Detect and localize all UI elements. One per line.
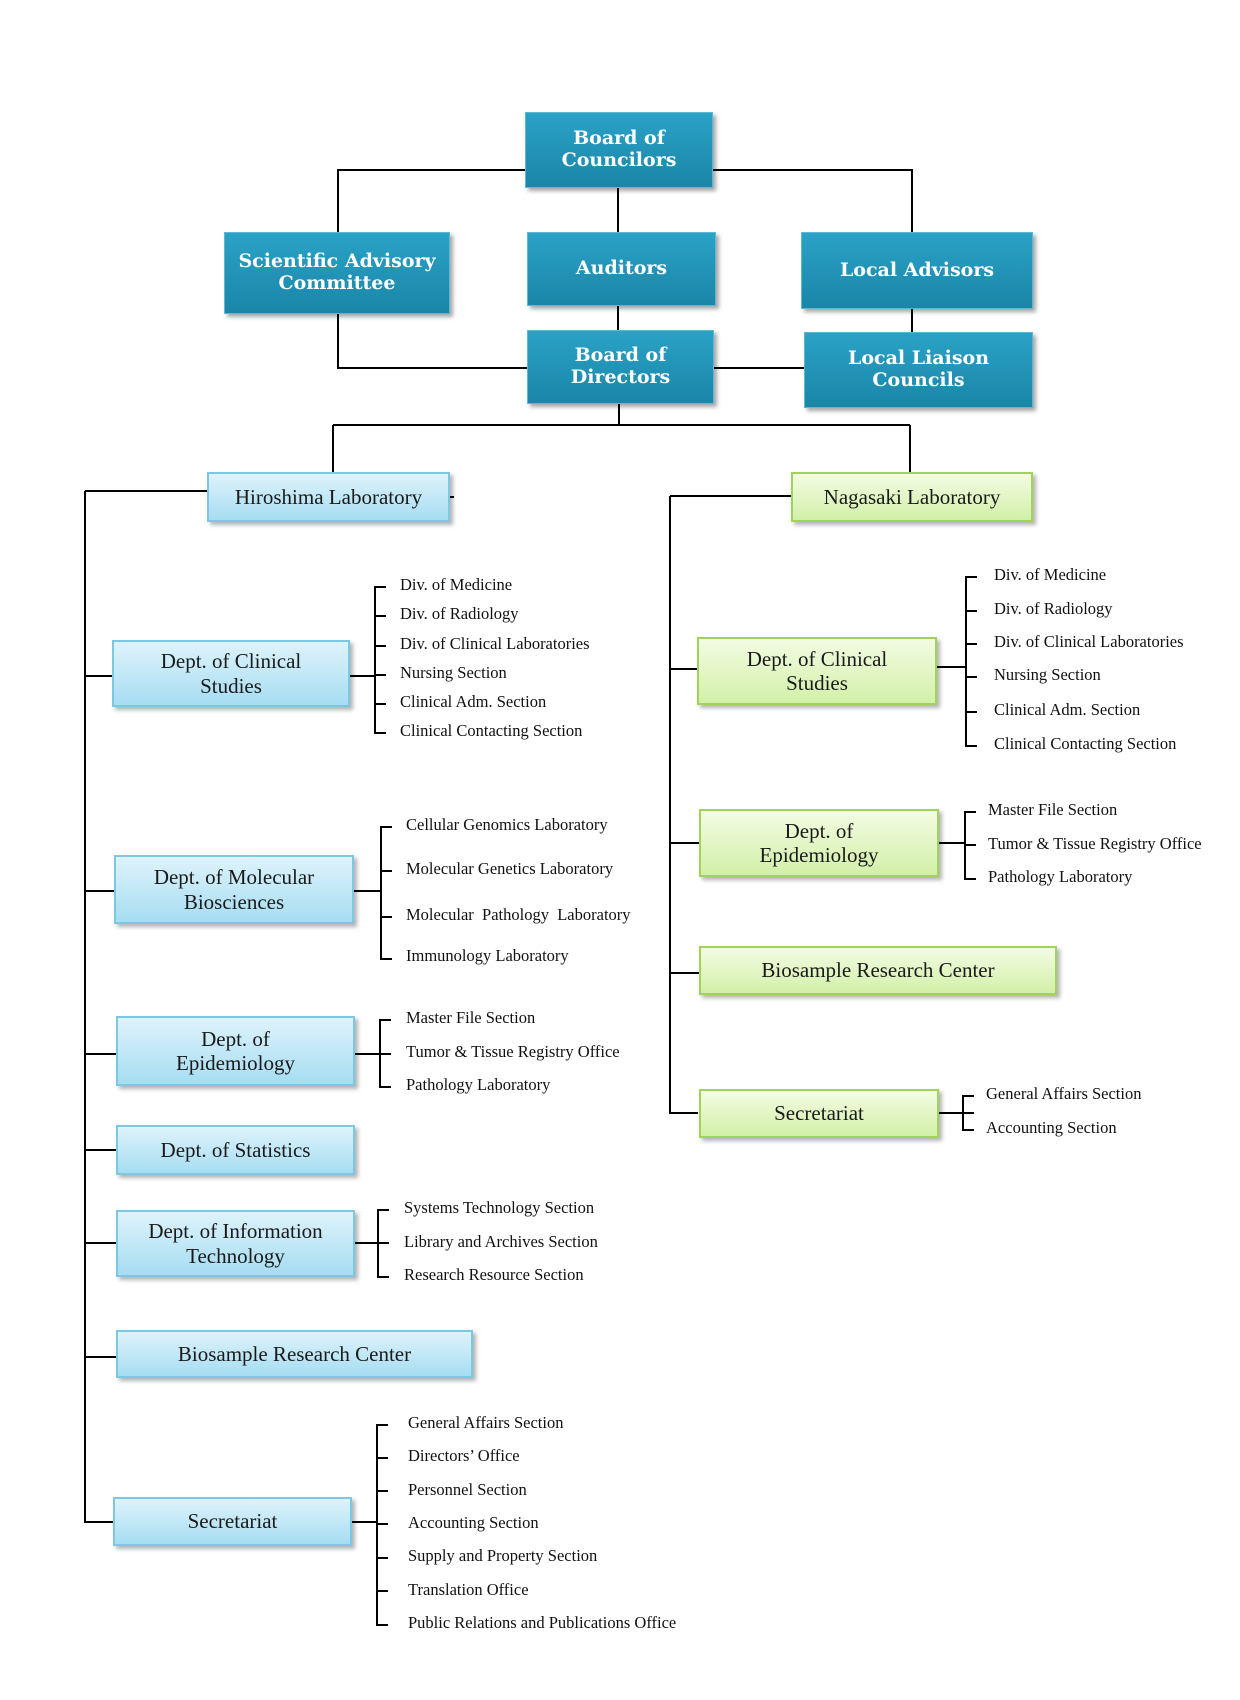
list-item: Nursing Section [994,665,1101,684]
list-item: General Affairs Section [408,1413,564,1432]
local-liaison-box: Local Liaison Councils [804,332,1033,408]
board-of-councilors-box: Board of Councilors [525,112,713,188]
auditors-box: Auditors [527,232,716,306]
local-advisors-box: Local Advisors [801,232,1033,309]
list-item: Personnel Section [408,1480,527,1499]
hiroshima-lab-box: Hiroshima Laboratory [207,472,450,522]
list-item: Library and Archives Section [404,1232,598,1251]
hiroshima-it-label: Dept. of Information Technology [148,1219,323,1268]
list-item: Research Resource Section [404,1265,584,1284]
list-item: Div. of Radiology [400,604,519,623]
list-item: Systems Technology Section [404,1198,595,1217]
board-of-directors-box: Board of Directors [527,330,714,404]
list-item: Clinical Adm. Section [400,692,547,711]
list-item: Div. of Clinical Laboratories [400,634,590,653]
list-item: Immunology Laboratory [406,946,569,965]
nagasaki-clinical-box: Dept. of Clinical Studies [697,637,937,705]
list-item: Clinical Contacting Section [400,721,583,740]
list-item: Cellular Genomics Laboratory [406,815,608,834]
list-item: Master File Section [988,800,1118,819]
hiroshima-secretariat-label: Secretariat [187,1509,278,1534]
list-item: Molecular Genetics Laboratory [406,859,614,878]
hiroshima-statistics-label: Dept. of Statistics [160,1137,311,1162]
list-item: Directors’ Office [408,1446,520,1465]
list-item: Clinical Adm. Section [994,700,1141,719]
hiroshima-clinical-box: Dept. of Clinical Studies [112,640,350,707]
list-item: Supply and Property Section [408,1546,598,1565]
hiroshima-lab-label: Hiroshima Laboratory [234,484,423,509]
list-item: Master File Section [406,1008,536,1027]
hiroshima-clinical-label: Dept. of Clinical Studies [160,649,302,698]
list-item: Pathology Laboratory [988,867,1133,886]
list-item: Clinical Contacting Section [994,734,1177,753]
list-item: Div. of Medicine [400,575,513,594]
hiroshima-molecular-box: Dept. of Molecular Biosciences [114,855,354,924]
auditors-label: Auditors [575,257,668,280]
hiroshima-epidemiology-label: Dept. of Epidemiology [176,1026,295,1075]
hiroshima-it-box: Dept. of Information Technology [116,1210,355,1277]
hiroshima-biosample-box: Biosample Research Center [116,1330,473,1378]
nagasaki-clinical-label: Dept. of Clinical Studies [746,646,888,695]
hiroshima-statistics-box: Dept. of Statistics [116,1125,355,1175]
list-item: Div. of Clinical Laboratories [994,632,1184,651]
list-item: Tumor & Tissue Registry Office [988,834,1202,853]
list-item: Accounting Section [408,1513,539,1532]
nagasaki-lab-box: Nagasaki Laboratory [791,472,1033,522]
nagasaki-epidemiology-label: Dept. of Epidemiology [759,818,879,867]
local-advisors-label: Local Advisors [839,258,995,281]
nagasaki-biosample-label: Biosample Research Center [761,958,995,983]
list-item: Div. of Medicine [994,565,1107,584]
list-item: General Affairs Section [986,1084,1142,1103]
nagasaki-biosample-box: Biosample Research Center [699,946,1057,995]
list-item: Nursing Section [400,663,507,682]
list-item: Molecular Pathology Laboratory [406,905,631,924]
list-item: Translation Office [408,1580,529,1599]
hiroshima-biosample-label: Biosample Research Center [177,1341,412,1366]
list-item: Tumor & Tissue Registry Office [406,1042,620,1061]
nagasaki-epidemiology-box: Dept. of Epidemiology [699,809,939,877]
nagasaki-secretariat-label: Secretariat [774,1101,864,1126]
scientific-advisory-label: Scientific Advisory Committee [238,250,436,294]
nagasaki-secretariat-box: Secretariat [699,1089,939,1138]
hiroshima-epidemiology-box: Dept. of Epidemiology [116,1016,355,1086]
hiroshima-molecular-label: Dept. of Molecular Biosciences [153,865,315,914]
list-item: Accounting Section [986,1118,1117,1137]
board-of-councilors-label: Board of Councilors [561,127,677,171]
board-of-directors-label: Board of Directors [570,344,671,388]
nagasaki-lab-label: Nagasaki Laboratory [823,484,1001,509]
list-item: Pathology Laboratory [406,1075,551,1094]
scientific-advisory-box: Scientific Advisory Committee [224,232,450,314]
list-item: Public Relations and Publications Office [408,1613,677,1632]
list-item: Div. of Radiology [994,599,1113,618]
hiroshima-secretariat-box: Secretariat [113,1497,352,1546]
local-liaison-label: Local Liaison Councils [847,347,990,391]
